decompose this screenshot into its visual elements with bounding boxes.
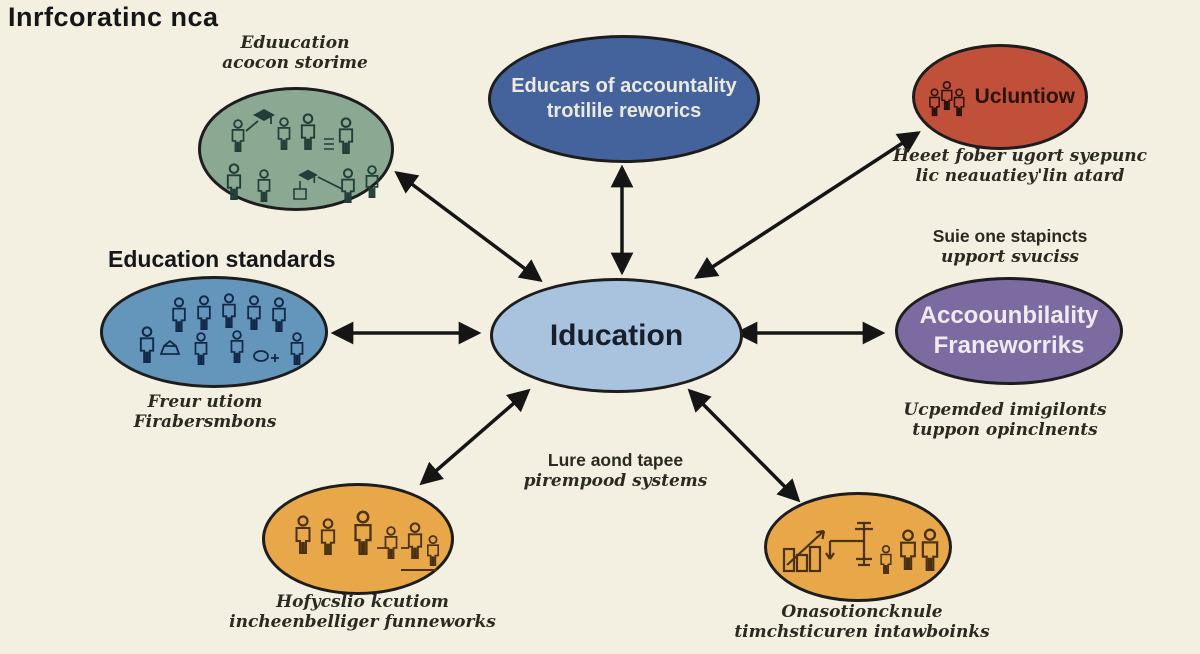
diagram-title: Inrfcoratinc nca	[8, 2, 219, 32]
center-bottom-annotation: Lure aond tapee pirempood systems	[523, 450, 708, 491]
people-teaching-group-icon	[295, 510, 440, 571]
red-node-caption: Heeet fober ugort syepunc lic neauatiey'…	[892, 146, 1148, 187]
left-node-caption: Freur utiom Firabersmbons	[133, 392, 277, 433]
node-education-standards	[100, 276, 328, 388]
bottom-left-caption: Hofycslio kcutiom incheenbelliger funnew…	[229, 592, 496, 633]
node-education-programs	[198, 87, 394, 211]
purple-node-caption: Ucpemded imigilonts tuppon opinclnents	[903, 400, 1107, 441]
red-node-label: Ucluntiow	[974, 84, 1075, 108]
green-node-caption: Eduucation acocon storime	[222, 33, 368, 74]
students-graduation-group-icon	[226, 108, 379, 204]
top-blue-node-label: Educars of accountality trotilile rewori…	[511, 75, 737, 122]
purple-node-label: Accoounbilality Franeworriks	[919, 302, 1099, 359]
bottom-right-caption: Onasotioncknule timchsticuren intawboink…	[734, 602, 990, 643]
people-crowd-icon	[139, 293, 304, 366]
family-group-icon	[929, 80, 965, 117]
node-inclusive-frameworks	[262, 483, 454, 595]
node-educators-accountability: Educars of accountality trotilile rewori…	[488, 35, 760, 163]
center-node-label: Iducation	[549, 318, 684, 352]
node-institutional-frameworks	[764, 492, 952, 602]
right-mid-annotation: Suie one stapincts upport svuciss	[932, 226, 1088, 267]
node-ucluntiow: Ucluntiow	[912, 44, 1088, 150]
node-education-center: Iducation	[490, 278, 743, 393]
bar-chart-growth-people-icon	[782, 521, 939, 575]
arrow-green-center	[394, 170, 543, 283]
education-standards-heading: Education standards	[108, 246, 336, 272]
node-accountability-frameworks: Accoounbilality Franeworriks	[895, 277, 1123, 385]
